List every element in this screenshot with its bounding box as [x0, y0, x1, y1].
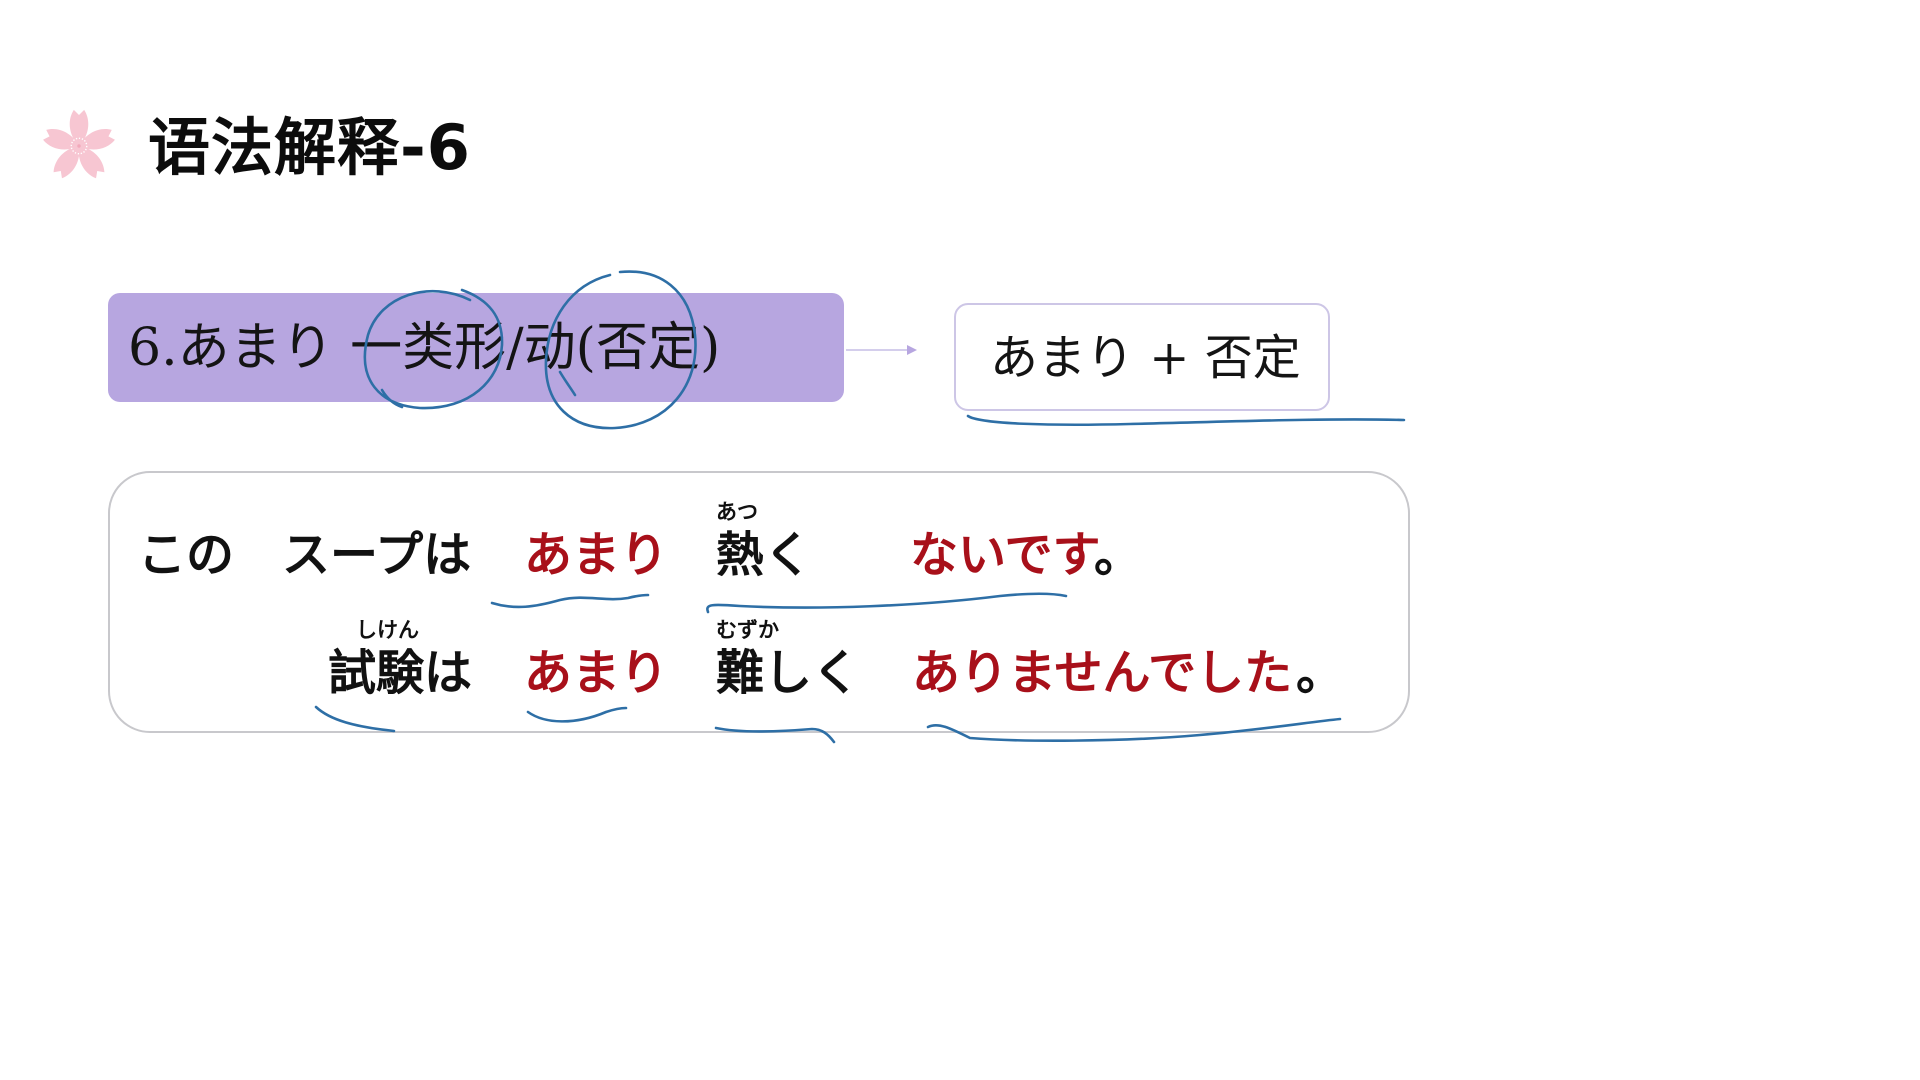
highlight-amari: あまり	[524, 527, 669, 583]
punctuation: 。	[1094, 527, 1143, 583]
example-word: 難しく	[716, 645, 861, 701]
pattern-formula: あまり + 否定	[990, 330, 1301, 386]
arrow-right-icon	[846, 345, 917, 355]
page-title: 语法解释-6	[148, 111, 471, 184]
furigana: あつ	[716, 499, 758, 524]
grammar-point-label: 6.あまり 一类形/动(否定)	[128, 318, 721, 378]
sakura-flower-icon	[41, 109, 117, 181]
furigana: むずか	[716, 617, 779, 642]
highlight-negative: ありませんでした	[912, 645, 1293, 701]
punctuation: 。	[1296, 645, 1345, 701]
example-word: 熱く	[716, 527, 813, 583]
pattern-box	[954, 303, 1330, 411]
example-word: 試験は	[328, 645, 473, 701]
highlight-amari: あまり	[524, 645, 669, 701]
example-word: スープは	[282, 527, 472, 583]
example-word: この	[138, 527, 235, 583]
underline-annotation	[966, 414, 1406, 427]
highlight-negative: ないです	[910, 527, 1101, 583]
furigana: しけん	[356, 617, 419, 642]
